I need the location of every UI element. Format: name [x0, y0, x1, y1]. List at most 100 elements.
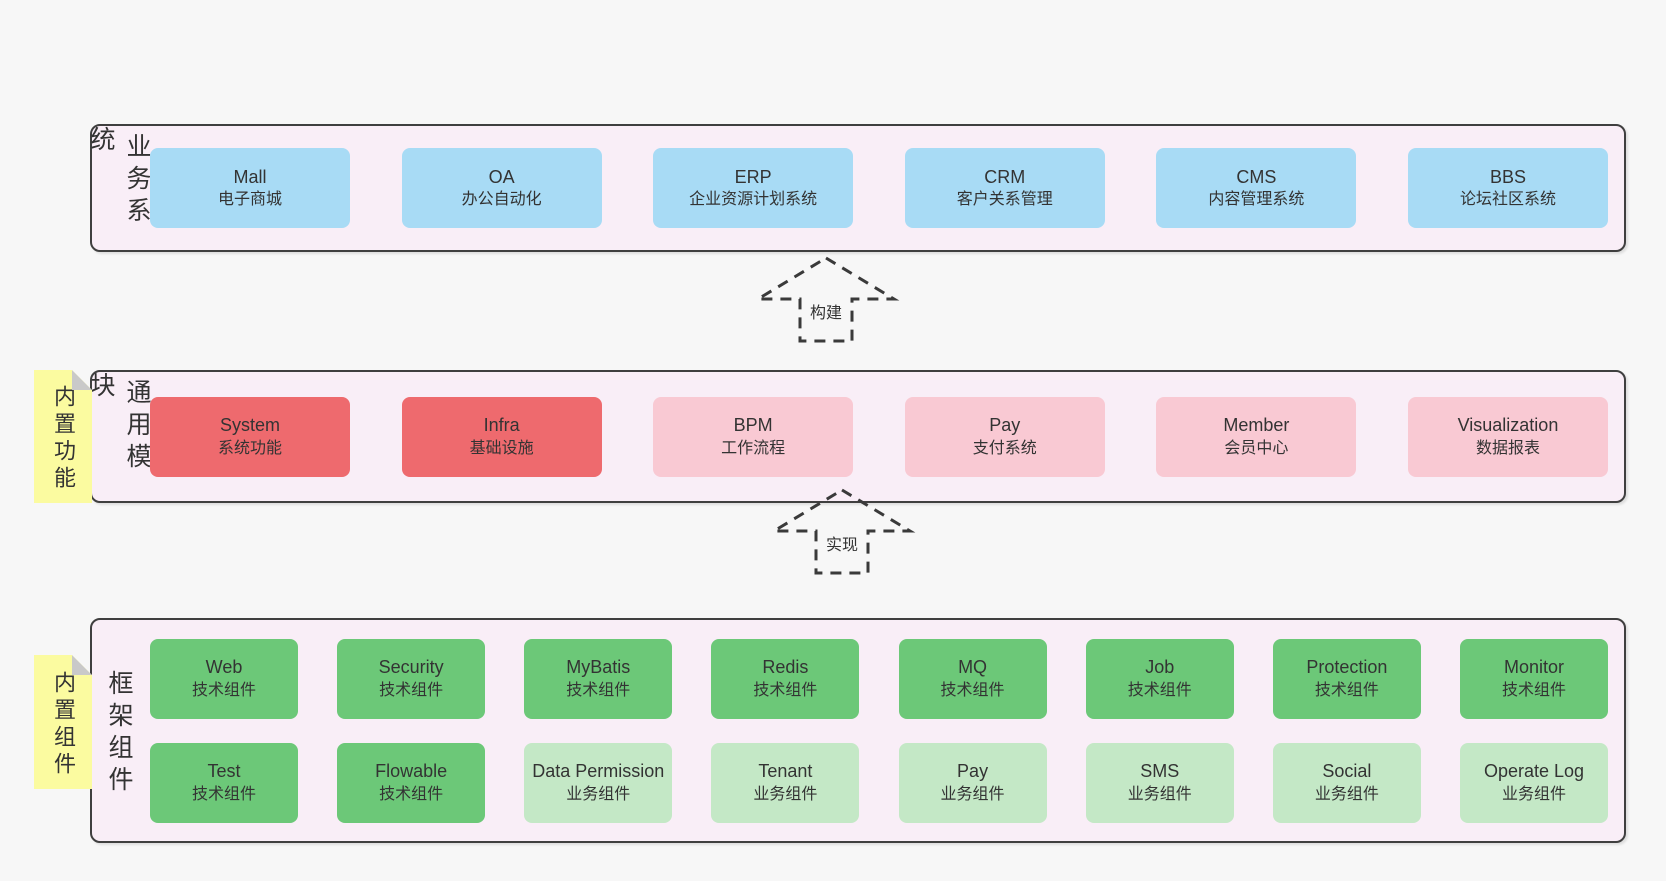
box-mall: Mall 电子商城 — [150, 148, 350, 228]
box-subtitle: 技术组件 — [1501, 681, 1566, 699]
box-subtitle: 业务组件 — [753, 785, 818, 803]
dashed-up-arrow-icon — [768, 488, 916, 575]
box-subtitle: 办公自动化 — [461, 191, 542, 209]
box-title: ERP — [734, 166, 772, 187]
box-title: MQ — [958, 657, 988, 678]
box-subtitle: 数据报表 — [1475, 439, 1540, 457]
box-protection: Protection 技术组件 — [1272, 638, 1421, 719]
box-title: Pay — [957, 761, 989, 782]
box-title: Tenant — [758, 761, 813, 782]
box-web: Web 技术组件 — [150, 638, 298, 719]
box-subtitle: 技术组件 — [379, 785, 444, 803]
box-subtitle: 客户关系管理 — [956, 191, 1053, 209]
box-subtitle: 业务组件 — [940, 785, 1005, 803]
box-flowable: Flowable 技术组件 — [337, 742, 486, 823]
box-title: Protection — [1306, 657, 1388, 678]
box-title: Redis — [762, 657, 809, 678]
box-pay: Pay 支付系统 — [904, 396, 1105, 477]
box-subtitle: 电子商城 — [217, 191, 282, 209]
box-member: Member 会员中心 — [1156, 396, 1357, 477]
box-title: Data Permission — [532, 761, 665, 782]
note-label: 内置组件 — [51, 670, 76, 779]
box-subtitle: 论坛社区系统 — [1459, 191, 1556, 209]
box-subtitle: 技术组件 — [1314, 681, 1379, 699]
box-subtitle: 内容管理系统 — [1208, 191, 1305, 209]
box-subtitle: 业务组件 — [566, 785, 631, 803]
box-title: Job — [1145, 657, 1175, 678]
box-subtitle: 技术组件 — [191, 785, 256, 803]
box-infra: Infra 基础设施 — [401, 396, 602, 477]
dashed-up-arrow-icon — [752, 256, 900, 343]
box-title: Pay — [989, 415, 1021, 436]
box-social: Social 业务组件 — [1272, 742, 1421, 823]
box-cms: CMS 内容管理系统 — [1156, 148, 1357, 228]
box-subtitle: 技术组件 — [753, 681, 818, 699]
box-operate-log: Operate Log 业务组件 — [1459, 742, 1608, 823]
band-row: Mall 电子商城 OA 办公自动化 ERP 企业资源计划系统 CRM 客户关系管理 CMS 内容… — [150, 148, 1608, 228]
box-subtitle: 企业资源计划系统 — [689, 191, 818, 209]
box-title: CRM — [984, 166, 1026, 187]
box-title: SMS — [1140, 761, 1180, 782]
box-title: CMS — [1236, 166, 1277, 187]
box-title: Social — [1322, 761, 1372, 782]
arrow-label-build: 构建 — [804, 299, 848, 323]
band-label-business-systems: 业务系统 — [87, 126, 151, 229]
up-arrow-build: 构建 — [746, 250, 906, 346]
box-subtitle: 基础设施 — [469, 439, 534, 457]
box-subtitle: 系统功能 — [217, 439, 282, 457]
box-title: BBS — [1489, 166, 1526, 187]
band-label-framework-components: 框架组件 — [105, 670, 133, 798]
box-sms: SMS 业务组件 — [1085, 742, 1234, 823]
box-redis: Redis 技术组件 — [711, 638, 860, 719]
box-monitor: Monitor 技术组件 — [1459, 638, 1608, 719]
box-title: Flowable — [375, 761, 448, 782]
box-subtitle: 会员中心 — [1224, 439, 1289, 457]
box-subtitle: 业务组件 — [1501, 785, 1566, 803]
box-mq: MQ 技术组件 — [898, 638, 1047, 719]
box-title: System — [219, 415, 280, 436]
box-title: Mall — [233, 166, 267, 187]
box-job: Job 技术组件 — [1085, 638, 1234, 719]
box-title: Web — [205, 657, 243, 678]
box-title: MyBatis — [566, 657, 631, 678]
box-subtitle: 业务组件 — [1314, 785, 1379, 803]
box-crm: CRM 客户关系管理 — [904, 148, 1105, 228]
box-erp: ERP 企业资源计划系统 — [653, 148, 854, 228]
box-pay: Pay 业务组件 — [898, 742, 1047, 823]
box-mybatis: MyBatis 技术组件 — [524, 638, 673, 719]
band-framework-components: 框架组件 Web 技术组件 Security 技术组件 MyBatis 技术组件 Redis 技… — [90, 618, 1626, 843]
box-subtitle: 技术组件 — [1127, 681, 1192, 699]
box-system: System 系统功能 — [150, 396, 350, 477]
box-title: Operate Log — [1483, 761, 1585, 782]
box-data-permission: Data Permission 业务组件 — [524, 742, 673, 823]
box-security: Security 技术组件 — [337, 638, 486, 719]
box-subtitle: 技术组件 — [940, 681, 1005, 699]
box-subtitle: 技术组件 — [566, 681, 631, 699]
box-subtitle: 技术组件 — [191, 681, 256, 699]
arrow-label-implement: 实现 — [820, 531, 864, 555]
box-bbs: BBS 论坛社区系统 — [1407, 148, 1608, 228]
box-subtitle: 业务组件 — [1127, 785, 1192, 803]
box-subtitle: 工作流程 — [721, 439, 786, 457]
box-title: Security — [378, 657, 444, 678]
box-oa: OA 办公自动化 — [401, 148, 602, 228]
sticky-note-common-modules: 内置功能 — [34, 370, 92, 503]
box-title: Member — [1223, 415, 1290, 436]
box-title: Monitor — [1503, 657, 1564, 678]
box-title: Infra — [483, 415, 520, 436]
box-subtitle: 技术组件 — [379, 681, 444, 699]
box-tenant: Tenant 业务组件 — [711, 742, 860, 823]
box-title: OA — [488, 166, 515, 187]
up-arrow-implement: 实现 — [762, 482, 922, 578]
box-subtitle: 支付系统 — [972, 439, 1037, 457]
note-folded-corner-icon — [72, 655, 92, 675]
